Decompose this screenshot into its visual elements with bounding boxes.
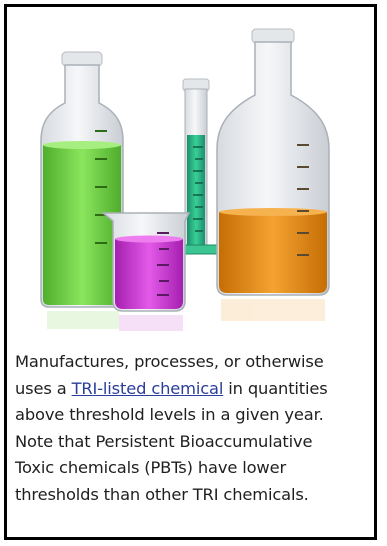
green-bottle-icon: [40, 51, 124, 308]
info-card: Manufactures, processes, or otherwise us…: [4, 4, 377, 540]
caption-line-2-start: uses a: [15, 378, 72, 398]
caption-line-3: above threshold levels in a given year.: [15, 405, 324, 424]
lab-glassware-illustration: [40, 28, 330, 331]
reflection: [47, 299, 325, 331]
orange-flask-icon: [216, 28, 330, 296]
caption-line-2: uses a TRI-listed chemical in quantities: [15, 376, 371, 403]
magenta-beaker-icon: [100, 212, 191, 312]
tri-listed-chemical-link[interactable]: TRI-listed chemical: [71, 378, 224, 398]
caption-line-2-end: in quantities: [223, 378, 328, 398]
caption-text: Manufactures, processes, or otherwise us…: [15, 349, 371, 508]
caption-line-1: Manufactures, processes, or otherwise: [15, 352, 324, 371]
caption-line-4: Note that Persistent Bioaccumulative: [15, 431, 313, 451]
caption-line-5: Toxic chemicals (PBTs) have lower: [15, 458, 286, 477]
caption-line-6: thresholds than other TRI chemicals.: [15, 484, 309, 504]
